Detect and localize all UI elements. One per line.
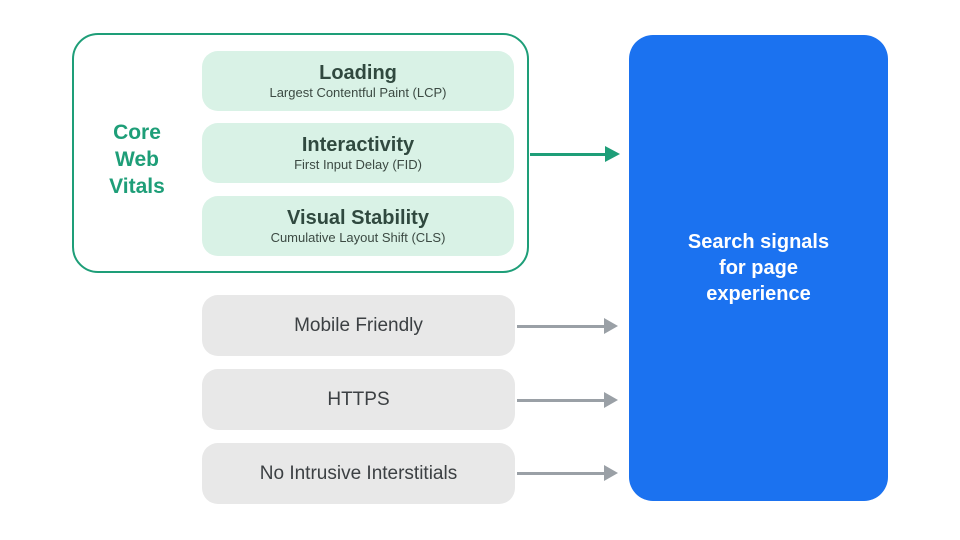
search-signals-label-line-2: for page [719,257,798,279]
metric-title-visual-stability: Visual Stability [287,207,429,229]
arrow-head [604,465,618,481]
arrow-head [604,318,618,334]
core-web-vitals-label-line-3: Vitals [109,175,165,198]
core-web-vitals-label: Core Web Vitals [78,119,196,200]
metric-title-interactivity: Interactivity [301,134,415,156]
signal-card-no-intrusive-interstitials: No Intrusive Interstitials [202,443,515,504]
signal-label-mobile-friendly: Mobile Friendly [294,314,423,336]
metric-card-visual-stability: Visual Stability Cumulative Layout Shift… [202,196,514,256]
signal-card-https: HTTPS [202,369,515,430]
metric-subtitle-fid: First Input Delay (FID) [294,157,422,172]
metric-card-loading: Loading Largest Contentful Paint (LCP) [202,51,514,111]
search-signals-label-line-3: experience [706,283,811,305]
metric-card-interactivity: Interactivity First Input Delay (FID) [202,123,514,183]
metric-subtitle-cls: Cumulative Layout Shift (CLS) [270,230,446,245]
metric-title-loading: Loading [319,62,397,84]
mobile-friendly-arrow-right-icon [517,318,618,334]
no-intrusive-interstitials-arrow-right-icon [517,465,618,481]
search-signals-result-box: Search signals for page experience [629,35,888,501]
signal-card-mobile-friendly: Mobile Friendly [202,295,515,356]
arrow-stem [517,325,606,328]
https-arrow-right-icon [517,392,618,408]
arrow-stem [517,399,606,402]
arrow-stem [530,153,608,156]
core-web-vitals-label-line-1: Core [113,121,161,144]
arrow-head [604,392,618,408]
core-web-vitals-arrow-right-icon [530,146,620,162]
arrow-head [605,146,620,162]
search-signals-label: Search signals for page experience [688,229,829,307]
metric-subtitle-lcp: Largest Contentful Paint (LCP) [269,85,447,100]
search-signals-label-line-1: Search signals [687,231,830,253]
signal-label-https: HTTPS [327,388,390,410]
signal-label-no-intrusive-interstitials: No Intrusive Interstitials [259,462,458,484]
core-web-vitals-label-line-2: Web [115,148,159,171]
arrow-stem [517,472,606,475]
